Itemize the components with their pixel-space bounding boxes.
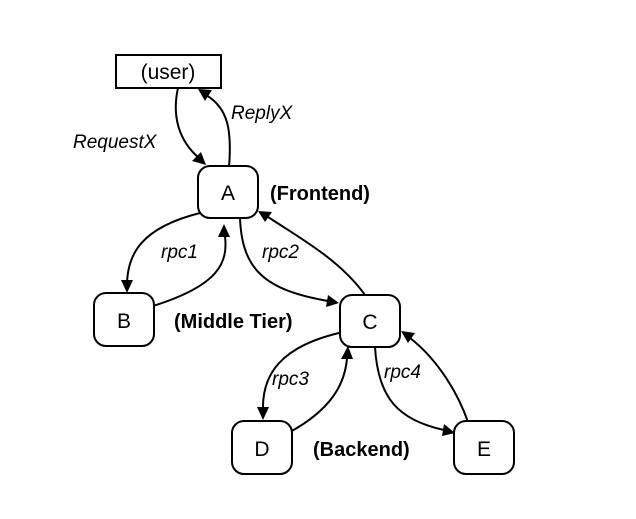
arrowhead-rpc2-return [258, 211, 272, 222]
arrowhead-rpc1 [121, 280, 133, 293]
arrowhead-rpc2 [326, 295, 339, 307]
node-c: C [339, 294, 401, 348]
node-d-label: D [254, 438, 269, 461]
node-b: B [93, 292, 155, 347]
node-a-label: A [221, 182, 235, 205]
edge-rpc4-return [409, 337, 469, 423]
node-d: D [231, 420, 293, 475]
arrowhead-rpc3 [257, 407, 269, 420]
arrowhead-rpc1-return [218, 224, 230, 237]
tier-label-frontend: (Frontend) [270, 183, 370, 205]
edge-label-rpc3: rpc3 [272, 369, 309, 390]
edge-rpc1 [126, 212, 201, 284]
node-e: E [453, 420, 515, 475]
arrowhead-rpc4-return [401, 331, 415, 343]
node-user: (user) [115, 54, 222, 89]
node-e-label: E [477, 438, 491, 461]
edge-label-request: RequestX [73, 132, 158, 153]
node-a: A [197, 165, 259, 219]
edge-reply [205, 94, 231, 168]
node-b-label: B [117, 310, 131, 333]
edge-rpc3-return [289, 357, 348, 433]
tier-label-middle: (Middle Tier) [174, 311, 293, 333]
edge-label-rpc4: rpc4 [384, 362, 421, 383]
tier-label-backend: (Backend) [313, 439, 410, 461]
edge-label-rpc2: rpc2 [262, 242, 299, 263]
edge-label-reply: ReplyX [231, 103, 294, 124]
arrowhead-rpc3-return [341, 346, 353, 359]
edge-rpc3 [261, 331, 344, 411]
edge-rpc2 [239, 217, 329, 302]
arrowhead-reply [198, 89, 212, 101]
node-user-label: (user) [141, 61, 196, 84]
edges [121, 87, 469, 436]
arrowhead-rpc4 [442, 424, 455, 436]
arrowhead-request [192, 152, 206, 165]
edge-label-rpc1: rpc1 [161, 242, 198, 263]
edge-rpc1-return [152, 235, 227, 307]
edge-request [174, 87, 200, 159]
edge-rpc4 [374, 346, 445, 431]
node-c-label: C [362, 311, 377, 334]
edge-rpc2-return [267, 216, 366, 296]
